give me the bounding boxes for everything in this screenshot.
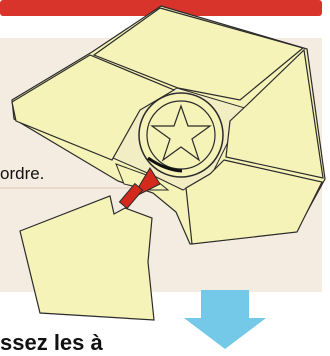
step-heading: ssez les à xyxy=(0,330,103,355)
piece-right xyxy=(225,48,324,179)
down-arrow-icon xyxy=(184,290,266,349)
panel-right-edge xyxy=(322,38,330,292)
star-icon xyxy=(150,104,212,162)
piece-left xyxy=(11,54,176,161)
piece-bottom-right xyxy=(185,159,323,245)
piece-separated xyxy=(19,195,155,321)
piece-top xyxy=(92,7,305,101)
instruction-caption: ordre. xyxy=(0,164,45,183)
hub-slot xyxy=(147,156,183,173)
red-arrow-icon xyxy=(118,167,161,210)
